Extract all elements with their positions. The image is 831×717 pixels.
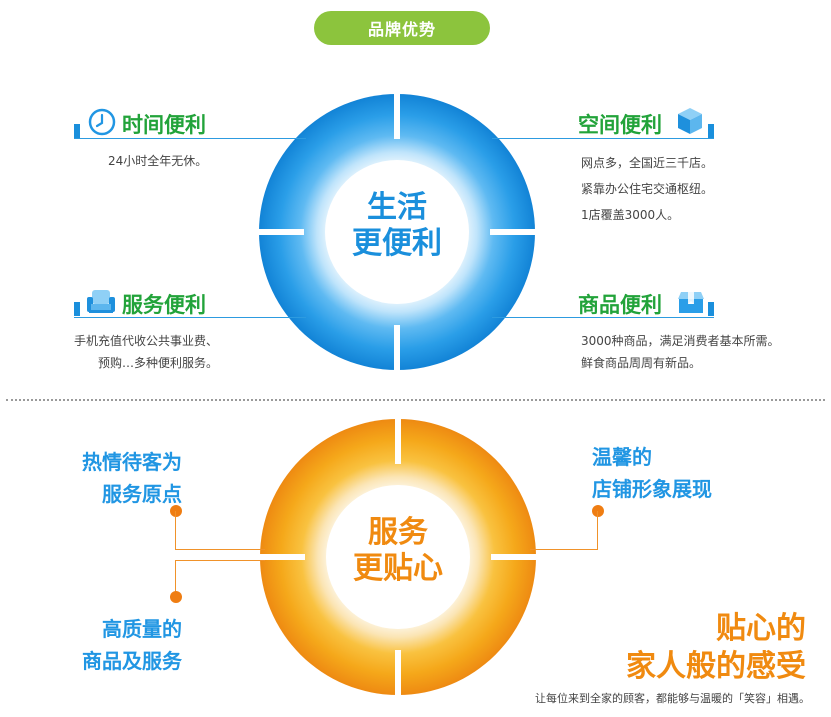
feature-title: 商品便利: [578, 293, 662, 317]
connector-line: [175, 560, 265, 561]
slogan: 贴心的 家人般的感受: [626, 611, 806, 684]
service-point-quality: 高质量的 商品及服务: [82, 617, 182, 673]
connector-line: [175, 511, 176, 549]
armchair-icon: [87, 290, 115, 313]
connector-line: [175, 549, 265, 550]
cube-icon: [678, 108, 702, 134]
center-title-service: 服务 更贴心: [353, 515, 443, 586]
point-marker: [170, 591, 182, 603]
accent-bar: [708, 302, 714, 316]
point-marker: [170, 505, 182, 517]
feature-desc-list: 3000种商品，满足消费者基本所需。 鲜食商品周周有新品。: [581, 334, 780, 370]
feature-desc-list: 手机充值代收公共事业费、 预购…多种便利服务。: [73, 334, 218, 370]
connector-line: [74, 138, 306, 139]
brand-advantage-badge: 品牌优势: [314, 11, 490, 45]
clock-icon: [88, 108, 116, 136]
accent-bar: [74, 302, 80, 316]
feature-title: 空间便利: [578, 113, 662, 137]
section-divider: [6, 399, 825, 401]
orange-ring-graphic: [259, 418, 537, 696]
service-point-store-image: 温馨的 店铺形象展现: [592, 445, 712, 501]
connector-line: [530, 549, 598, 550]
connector-line: [492, 317, 714, 318]
service-point-hospitality: 热情待客为 服务原点: [82, 450, 182, 506]
feature-title: 服务便利: [122, 293, 206, 317]
connector-line: [597, 511, 598, 549]
accent-bar: [708, 124, 714, 138]
slogan-caption: 让每位来到全家的顾客，都能够与温暖的「笑容」相遇。: [535, 692, 810, 705]
center-title-convenience: 生活 更便利: [352, 190, 442, 261]
point-marker: [592, 505, 604, 517]
box-icon: [678, 292, 704, 313]
connector-line: [175, 560, 176, 596]
feature-title: 时间便利: [122, 113, 206, 137]
feature-desc-list: 网点多，全国近三千店。 紧靠办公住宅交通枢纽。 1店覆盖3000人。: [581, 156, 714, 222]
connector-line: [492, 138, 714, 139]
feature-desc: 24小时全年无休。: [108, 154, 208, 168]
accent-bar: [74, 124, 80, 138]
connector-line: [74, 317, 306, 318]
blue-ring-graphic: [258, 93, 536, 371]
